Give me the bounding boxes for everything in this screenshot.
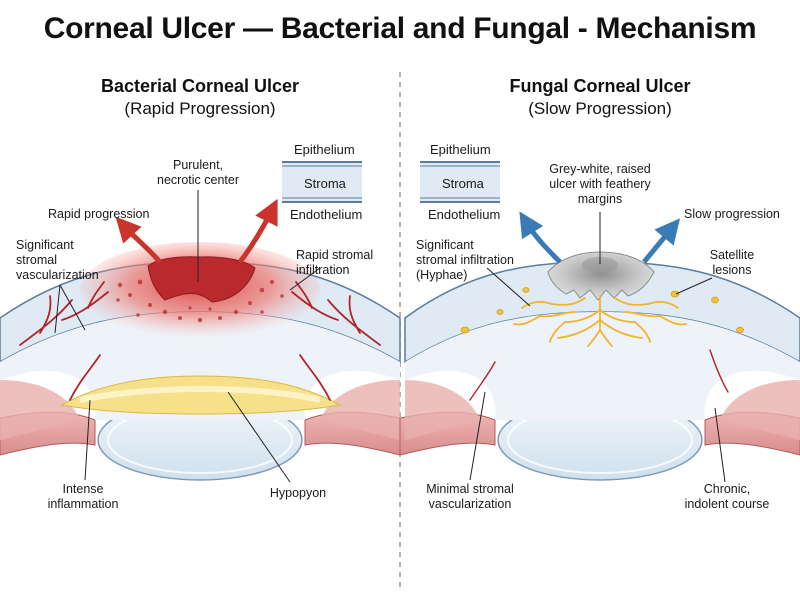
inflammation-label: Intense inflammation <box>47 482 119 511</box>
fungal-layer-legend <box>420 161 500 203</box>
necrotic-center <box>147 256 256 303</box>
fungal-legend-endothelium: Endothelium <box>428 207 501 222</box>
fungal-heading: Fungal Corneal Ulcer <box>509 76 691 96</box>
slow-progression-label: Slow progression <box>684 207 780 221</box>
fungal-eye-illustration <box>399 161 800 483</box>
purulent-label: Purulent, necrotic center <box>157 158 239 187</box>
bacterial-legend-epithelium: Epithelium <box>294 142 355 157</box>
fungal-panel-heading: Fungal Corneal Ulcer (Slow Progression) <box>400 74 800 120</box>
satellite-label: Satellite lesions <box>709 248 755 277</box>
satellite-lesions <box>460 287 744 334</box>
hypopyon-label: Hypopyon <box>269 486 327 500</box>
bacterial-heading: Bacterial Corneal Ulcer <box>100 76 300 96</box>
minimal-vessels <box>469 349 729 401</box>
hypopyon-layer <box>60 375 342 415</box>
grey-ulcer-label: Grey-white, raised ulcer with feathery m… <box>549 162 651 206</box>
slow-progression-arrow-left <box>519 211 562 264</box>
page-title: Corneal Ulcer — Bacterial and Fungal - M… <box>43 12 757 45</box>
rapid-progression-label: Rapid progression <box>48 207 150 221</box>
fungal-hyphae <box>513 295 687 347</box>
bacterial-eye-illustration <box>0 161 401 483</box>
bacterial-legend-stroma: Stroma <box>304 176 346 191</box>
bacterial-subheading: (Rapid Progression) <box>124 99 276 118</box>
infiltrate-speckles <box>116 279 284 323</box>
vascularization-label: Significant stromal vascularization <box>16 238 99 282</box>
slow-progression-arrow-right <box>642 218 681 264</box>
fungal-ulcer <box>547 251 655 301</box>
fungal-subheading: (Slow Progression) <box>528 99 672 118</box>
rapid-progression-arrow-right <box>237 198 278 264</box>
rapid-infiltration-label: Rapid stromal infiltration <box>296 248 374 277</box>
bacterial-layer-legend <box>282 161 362 203</box>
hyphae-label: Significant stromal infiltration (Hyphae… <box>416 238 514 282</box>
minimal-vascularization-label: Minimal stromal vascularization <box>426 482 514 511</box>
bacterial-panel-heading: Bacterial Corneal Ulcer (Rapid Progressi… <box>0 74 400 120</box>
rapid-progression-arrow-left <box>115 216 162 264</box>
fungal-legend-stroma: Stroma <box>442 176 484 191</box>
bacterial-legend-endothelium: Endothelium <box>290 207 363 222</box>
fungal-legend-epithelium: Epithelium <box>430 142 491 157</box>
chronic-course-label: Chronic, indolent course <box>684 482 770 511</box>
